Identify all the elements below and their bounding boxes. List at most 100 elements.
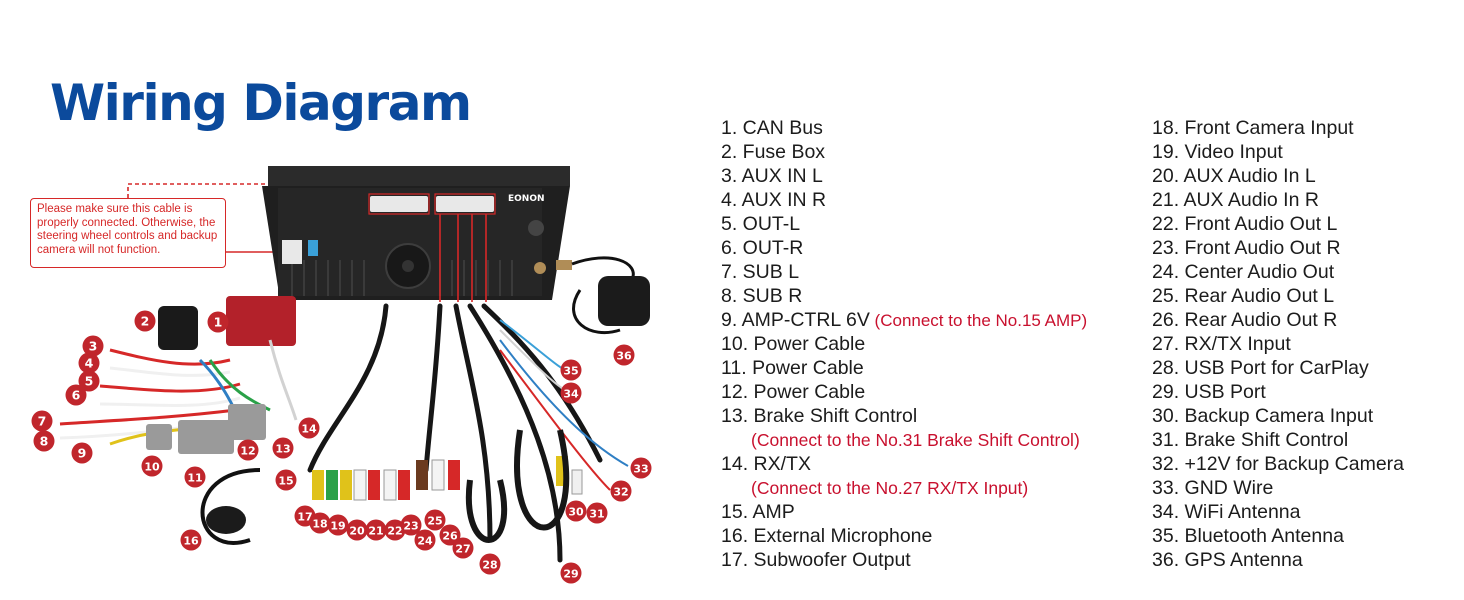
number-badge-26: 26: [439, 524, 461, 546]
main-harness: [59, 296, 298, 454]
number-badge-9: 9: [71, 442, 93, 464]
svg-text:29: 29: [563, 568, 578, 581]
legend-item-label: 15. AMP: [721, 501, 795, 523]
legend-item: 32. +12V for Backup Camera: [1152, 453, 1405, 475]
svg-text:17: 17: [297, 511, 312, 524]
number-badge-34: 34: [560, 382, 582, 404]
legend-item: 16. External Microphone: [721, 524, 1087, 548]
number-badge-2: 2: [134, 310, 156, 332]
legend-item: 26. Rear Audio Out R: [1152, 309, 1338, 331]
svg-text:6: 6: [72, 388, 81, 403]
svg-text:7: 7: [38, 414, 47, 429]
legend-item-label: 14. RX/TX: [721, 453, 811, 475]
legend-item: 11. Power Cable: [721, 356, 1087, 380]
svg-text:1: 1: [214, 315, 223, 330]
legend-item: 20. AUX Audio In L: [1152, 165, 1316, 187]
legend-item: 6. OUT-R: [721, 236, 1087, 260]
legend-item: 8. SUB R: [721, 284, 1087, 308]
number-badge-8: 8: [33, 430, 55, 452]
svg-text:2: 2: [141, 314, 150, 329]
microphone: [200, 468, 261, 545]
legend-item-label: 5. OUT-L: [721, 213, 801, 235]
svg-text:35: 35: [563, 365, 578, 378]
legend-item-label: 17. Subwoofer Output: [721, 549, 911, 571]
legend-item: 17. Subwoofer Output: [721, 548, 1087, 572]
legend-item: 29. USB Port: [1152, 381, 1266, 403]
legend-item-label: 16. External Microphone: [721, 525, 933, 547]
number-badge-7: 7: [31, 410, 53, 432]
legend-item: 3. AUX IN L: [721, 164, 1087, 188]
svg-text:28: 28: [482, 559, 497, 572]
svg-text:23: 23: [403, 520, 418, 533]
legend-item: 7. SUB L: [721, 260, 1087, 284]
number-badge-35: 35: [560, 359, 582, 381]
legend-item-label: 10. Power Cable: [721, 333, 866, 355]
svg-text:8: 8: [40, 434, 49, 449]
svg-text:22: 22: [387, 525, 402, 538]
rca-plugs: [312, 456, 583, 501]
legend-item-label: 2. Fuse Box: [721, 141, 826, 163]
svg-text:31: 31: [589, 508, 604, 521]
number-badge-13: 13: [272, 437, 294, 459]
legend-item: 18. Front Camera Input: [1152, 117, 1354, 139]
svg-text:11: 11: [187, 472, 202, 485]
number-badge-6: 6: [65, 384, 87, 406]
number-badge-27: 27: [452, 537, 474, 559]
legend-item: 9. AMP-CTRL 6V (Connect to the No.15 AMP…: [721, 308, 1087, 332]
number-badge-28: 28: [479, 553, 501, 575]
legend-item-label: 7. SUB L: [721, 261, 800, 283]
number-badge-12: 12: [237, 439, 259, 461]
legend-item: 25. Rear Audio Out L: [1152, 285, 1335, 307]
legend-item: 21. AUX Audio In R: [1152, 189, 1319, 211]
number-badge-22: 22: [384, 519, 406, 541]
svg-text:26: 26: [442, 530, 458, 543]
svg-text:30: 30: [568, 506, 584, 519]
number-badge-32: 32: [610, 480, 632, 502]
svg-text:32: 32: [613, 486, 628, 499]
number-badge-18: 18: [309, 512, 331, 534]
legend-item-label: 1. CAN Bus: [721, 117, 823, 139]
wiring-illustration: [59, 166, 650, 563]
legend-item: 30. Backup Camera Input: [1152, 405, 1374, 427]
legend-item: 13. Brake Shift Control: [721, 404, 1087, 428]
legend-item: 27. RX/TX Input: [1152, 333, 1291, 355]
svg-text:25: 25: [427, 515, 442, 528]
svg-text:5: 5: [85, 374, 94, 389]
legend-item: 14. RX/TX: [721, 452, 1087, 476]
warning-callout: Please make sure this cable is properly …: [30, 198, 226, 268]
legend-item: 23. Front Audio Out R: [1152, 237, 1341, 259]
svg-text:21: 21: [368, 525, 383, 538]
svg-text:15: 15: [278, 475, 293, 488]
legend-item: 2. Fuse Box: [721, 140, 1087, 164]
legend-item-note: (Connect to the No.15 AMP): [869, 311, 1088, 330]
legend-item-label: 6. OUT-R: [721, 237, 804, 259]
number-badge-29: 29: [560, 562, 582, 584]
legend-item-label: 9. AMP-CTRL 6V: [721, 309, 870, 331]
number-badge-11: 11: [184, 466, 206, 488]
number-badge-21: 21: [365, 519, 387, 541]
legend-item: 12. Power Cable: [721, 380, 1087, 404]
svg-text:4: 4: [85, 356, 94, 371]
gps-antenna: [571, 256, 650, 335]
legend-item-label: 4. AUX IN R: [721, 189, 827, 211]
number-badge-25: 25: [424, 509, 446, 531]
number-badge-3: 3: [82, 335, 104, 357]
page-title: Wiring Diagram: [50, 74, 472, 132]
number-badge-30: 30: [565, 500, 587, 522]
number-badge-31: 31: [586, 502, 608, 524]
legend-item-label: 12. Power Cable: [721, 381, 866, 403]
svg-text:19: 19: [330, 520, 345, 533]
number-badge-15: 15: [275, 469, 297, 491]
number-badge-19: 19: [327, 514, 349, 536]
legend-subnote: (Connect to the No.31 Brake Shift Contro…: [751, 430, 1080, 450]
legend-item: 4. AUX IN R: [721, 188, 1087, 212]
svg-text:24: 24: [417, 535, 433, 548]
svg-text:13: 13: [275, 443, 290, 456]
svg-text:14: 14: [301, 423, 317, 436]
legend-item: 28. USB Port for CarPlay: [1152, 357, 1369, 379]
head-unit: [262, 166, 572, 300]
svg-text:33: 33: [633, 463, 648, 476]
number-badge-14: 14: [298, 417, 320, 439]
legend-subnote: (Connect to the No.27 RX/TX Input): [751, 478, 1029, 498]
